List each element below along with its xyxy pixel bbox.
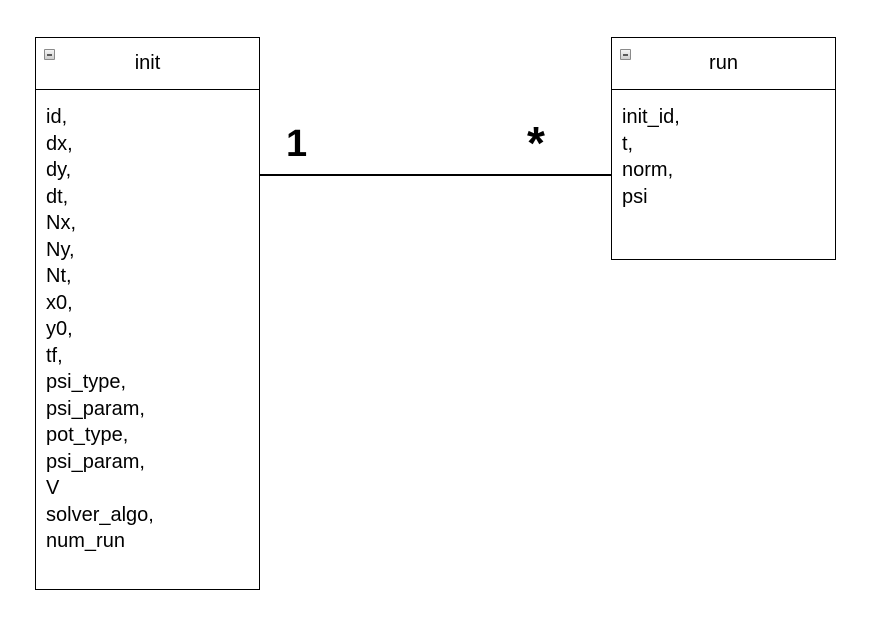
field-item: init_id,	[622, 106, 680, 128]
collapse-icon[interactable]	[620, 49, 631, 60]
field-item: y0,	[46, 318, 73, 340]
entity-init-header: init	[36, 38, 259, 90]
cardinality-many-label: *	[527, 117, 545, 169]
field-item: Nt,	[46, 265, 72, 287]
field-item: num_run	[46, 530, 125, 552]
entity-init-fields: id, dx, dy, dt, Nx, Ny, Nt, x0, y0, tf, …	[36, 90, 259, 555]
field-item: psi_param,	[46, 397, 145, 420]
field-item: t,	[622, 132, 634, 155]
field-item: V	[46, 477, 60, 499]
entity-run-title: run	[709, 52, 738, 74]
field-item: psi	[622, 185, 648, 208]
field-item: dt,	[46, 185, 69, 208]
entity-init-title: init	[134, 52, 161, 74]
entity-init[interactable]: init id, dx, dy, dt, Nx, Ny, Nt, x0, y0,…	[35, 37, 260, 590]
field-item: psi_type,	[46, 371, 127, 393]
entity-run-fields: init_id, t, norm, psi	[612, 90, 835, 210]
field-item: id,	[46, 106, 68, 128]
collapse-icon[interactable]	[44, 49, 55, 60]
field-item: psi_param,	[46, 450, 145, 473]
field-item: pot_type,	[46, 424, 129, 446]
field-item: x0,	[46, 291, 73, 314]
field-item: dy,	[46, 159, 72, 181]
field-item: Ny,	[46, 238, 75, 261]
entity-run-header: run	[612, 38, 835, 90]
cardinality-one-label: 1	[286, 123, 308, 165]
entity-run[interactable]: run init_id, t, norm, psi	[611, 37, 836, 260]
field-item: dx,	[46, 132, 73, 155]
field-item: Nx,	[46, 212, 76, 234]
field-item: norm,	[622, 159, 674, 181]
field-item: solver_algo,	[46, 503, 154, 526]
relationship-line[interactable]	[260, 174, 611, 176]
field-item: tf,	[46, 344, 63, 367]
